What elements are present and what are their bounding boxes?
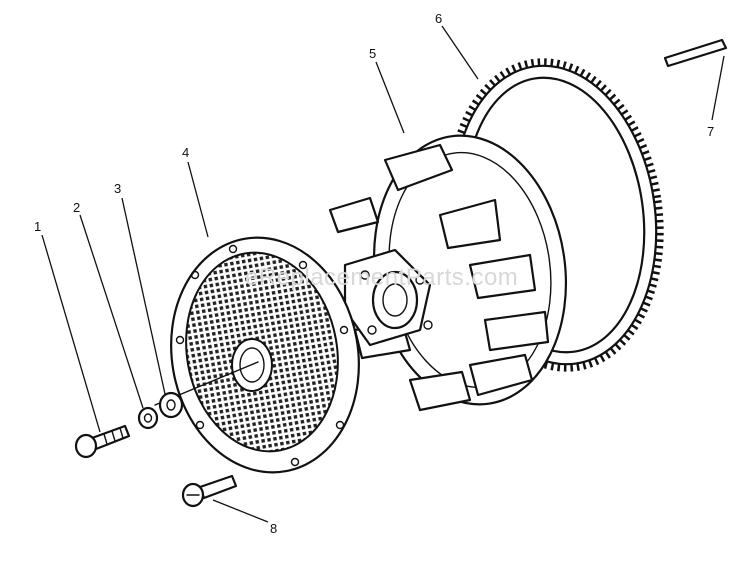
flywheel-part [328,134,568,412]
bolt-part [74,424,131,459]
screen-part [170,236,360,474]
callout-7: 7 [707,124,714,139]
callout-8: 8 [270,521,277,536]
callout-3: 3 [114,181,121,196]
callout-1: 1 [34,219,41,234]
callout-4: 4 [182,145,189,160]
key-part [663,38,728,68]
callout-5: 5 [369,46,376,61]
watermark-text: eReplacementParts.com [245,264,518,291]
callout-labels: 1 2 3 4 5 6 7 8 [34,11,714,536]
callout-2: 2 [73,200,80,215]
screw-part [181,474,238,508]
flat-washer-part [158,391,184,419]
lock-washer-part [137,406,159,430]
leader-lines [41,25,725,523]
callout-6: 6 [435,11,442,26]
